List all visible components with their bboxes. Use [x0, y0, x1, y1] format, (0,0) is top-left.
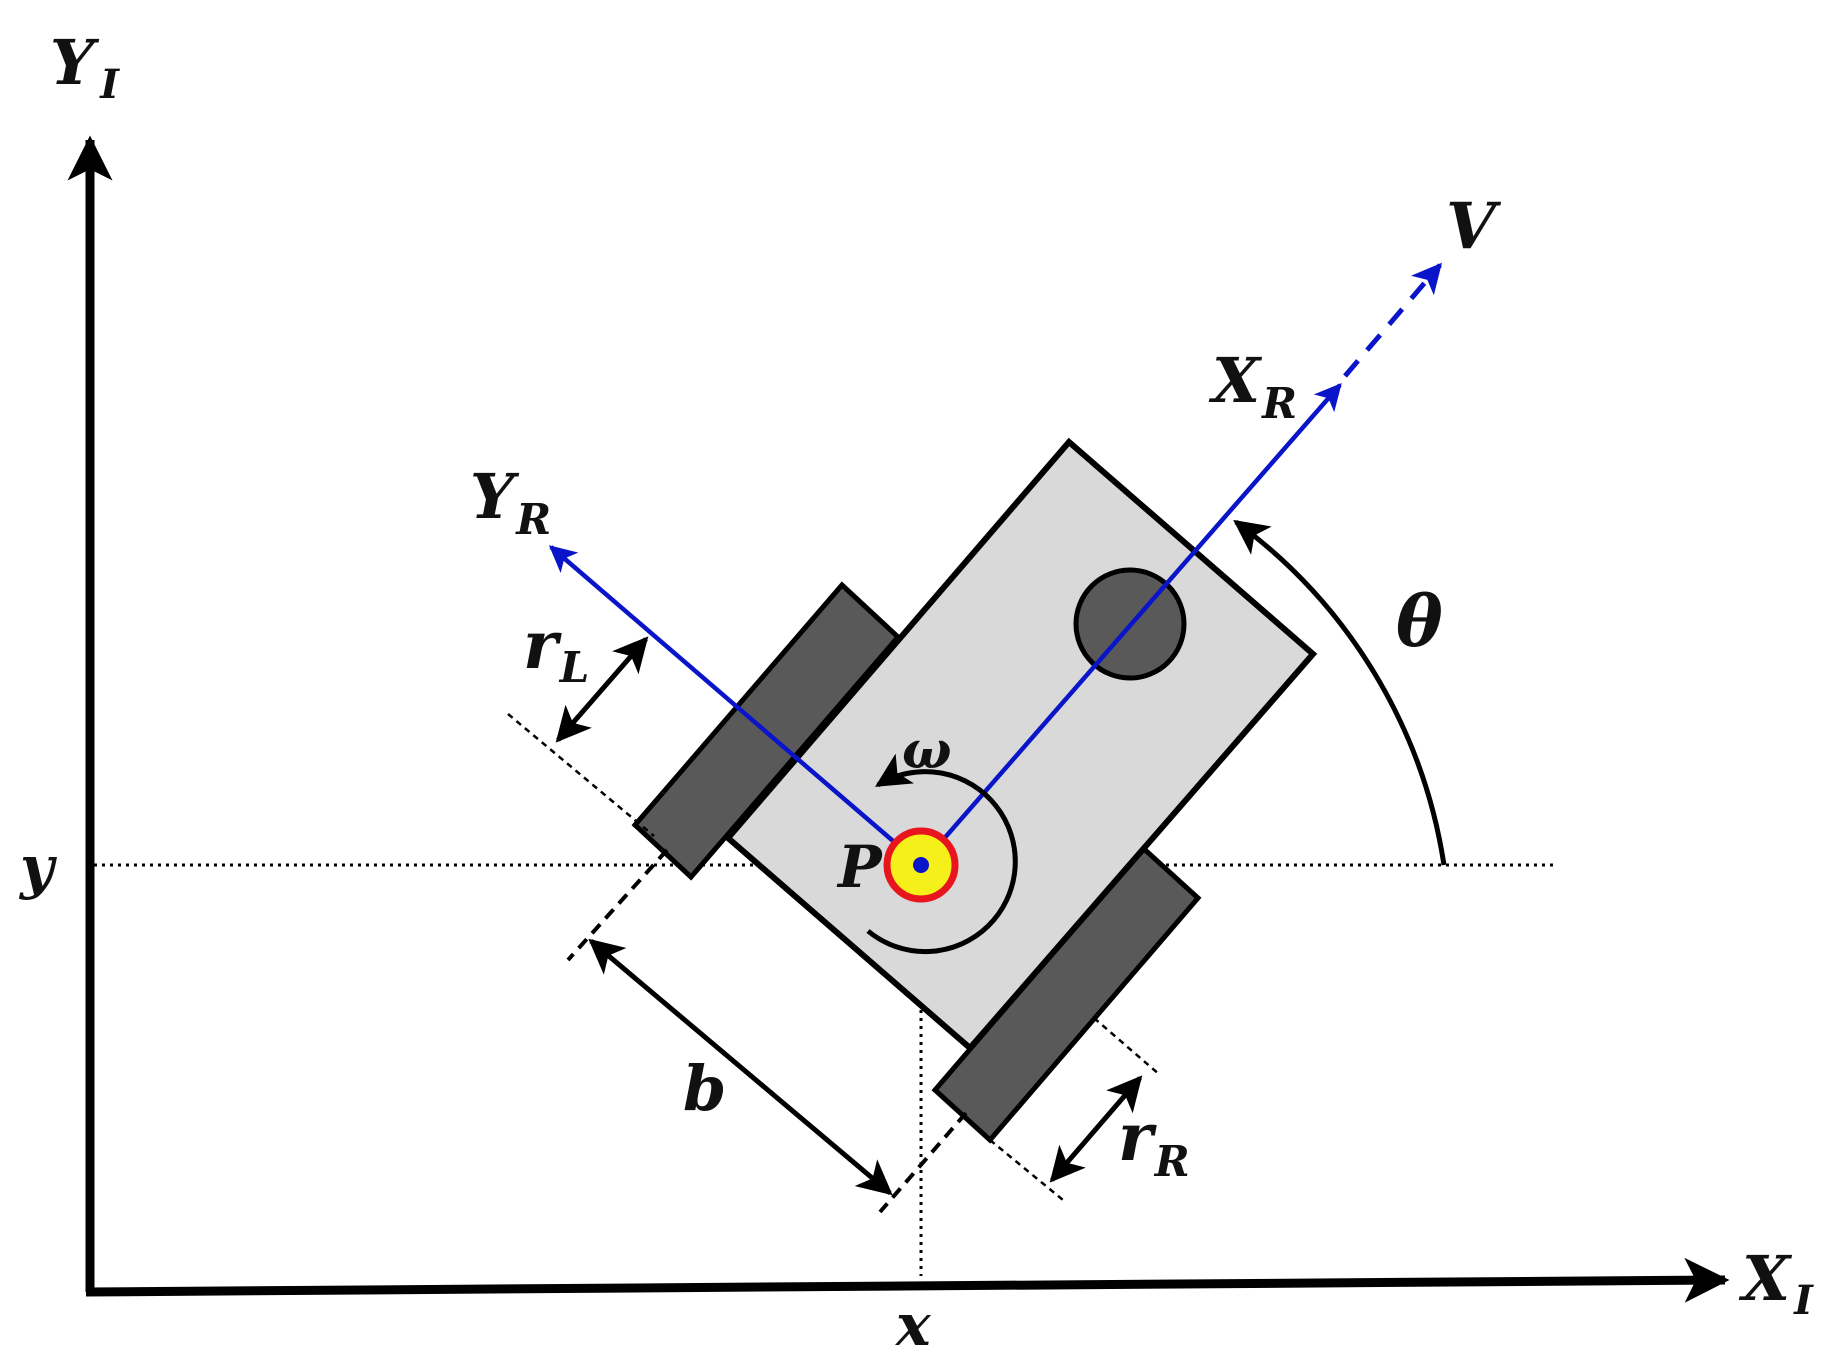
right-wheel-radius-guide-bottom [989, 1139, 1064, 1201]
x-inertial-axis [85, 1257, 1730, 1303]
x-robot-subscript: R [1261, 379, 1297, 428]
right-wheel-radius-arrow [1049, 1075, 1143, 1183]
y-inertial-subscript: I [99, 61, 120, 108]
y-coordinate-label: y [18, 833, 58, 901]
r-right-subscript: R [1154, 1137, 1190, 1186]
right-axle-dashed-line [878, 1111, 968, 1214]
x-robot-axis [919, 382, 1342, 867]
wheel-base-dimension-arrow [588, 938, 893, 1196]
point-p-center [913, 857, 929, 873]
r-left-label: rL [523, 606, 589, 692]
velocity-label: V [1446, 189, 1502, 264]
y-robot-label: YR [470, 460, 551, 544]
point-p-label: P [836, 833, 883, 901]
right-wheel-radius-guide-top [1093, 1017, 1161, 1076]
r-left-subscript: L [559, 643, 590, 692]
omega-rotation-arc [866, 753, 1018, 955]
y-robot-axis [548, 545, 923, 867]
theta-label: θ [1396, 580, 1443, 663]
omega-label: ω [902, 720, 952, 781]
x-robot-label: XR [1208, 344, 1297, 428]
robot-chassis [723, 437, 1318, 1053]
velocity-vector [1343, 262, 1442, 378]
x-inertial-subscript: I [1793, 1277, 1814, 1324]
y-robot-subscript: R [515, 495, 551, 544]
theta-angle-arc [1233, 519, 1447, 866]
r-right-label: rR [1118, 1098, 1190, 1186]
wheel-base-label: b [683, 1052, 726, 1125]
left-axle-dashed-line [566, 848, 669, 962]
x-coordinate-label: x [894, 1291, 932, 1359]
left-wheel-radius-guide [507, 713, 655, 837]
left-wheel-radius-arrow [555, 636, 649, 743]
